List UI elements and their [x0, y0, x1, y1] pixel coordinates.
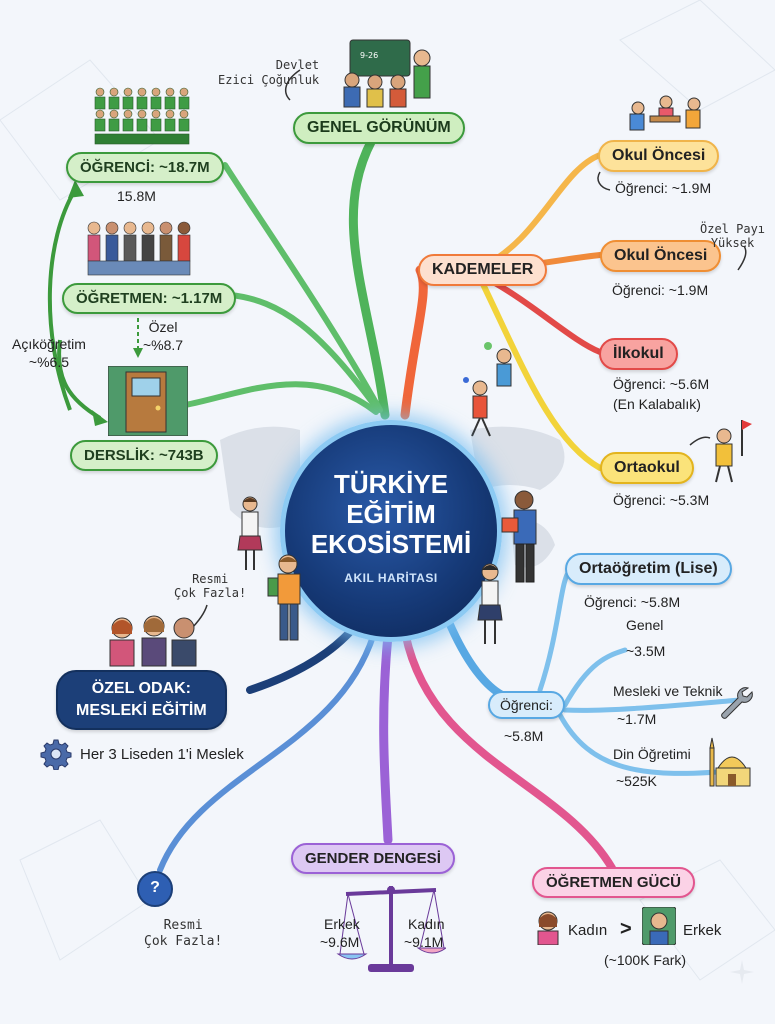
- gender-female-value: ~9.1M: [404, 934, 444, 950]
- question-circle-icon: ?: [137, 871, 173, 907]
- lise-branch-3-value: ~525K: [616, 773, 657, 789]
- ozel-payi-note-text: Özel Payı Yüksek: [700, 222, 766, 250]
- kademe-item-3-detail: Öğrenci: ~5.6M: [613, 376, 710, 392]
- ozel-odak-note: Resmi Çok Fazla!: [174, 572, 246, 600]
- kademe-item-2: Okul Öncesi: [600, 240, 722, 272]
- kademe-item-4: Ortaokul: [600, 452, 694, 484]
- ogretmen-gucu-gt: >: [620, 918, 632, 940]
- center-hub: TÜRKİYE EĞİTİM EKOSİSTEMİ AKIL HARİTASI: [280, 420, 502, 642]
- devlet-note: Devlet Ezici Çoğunluk: [218, 58, 319, 88]
- center-title-line3: EKOSİSTEMİ: [310, 529, 472, 559]
- lise-branch-1-label: Genel: [626, 617, 664, 633]
- kademe-item-3: İlkokul: [599, 338, 678, 370]
- question-mark: ?: [150, 879, 160, 896]
- ogretmen-gucu-diff: (~100K Fark): [604, 952, 687, 968]
- ogrenci-sub: 15.8M: [117, 188, 156, 204]
- teacher-classroom-icon: 9-26: [330, 38, 445, 115]
- center-subtitle: AKIL HARİTASI: [344, 571, 438, 585]
- lise-branch-1-value: ~3.5M: [626, 643, 666, 659]
- question-note-text: Resmi Çok Fazla!: [144, 918, 223, 949]
- teachers-group-icon: [84, 218, 204, 285]
- question-note: Resmi Çok Fazla!: [144, 918, 222, 950]
- kademe-item-2-detail: Öğrenci: ~1.9M: [612, 282, 709, 298]
- student-flag-icon: [702, 416, 752, 491]
- kademe-item-4-detail: Öğrenci: ~5.3M: [613, 492, 710, 508]
- student-boy-icon: [264, 552, 314, 653]
- gender-title: GENDER DENGESİ: [291, 843, 455, 874]
- kademe-item-1-detail: Öğrenci: ~1.9M: [615, 180, 712, 196]
- kademe-item-3-detail2: (En Kalabalık): [613, 396, 701, 412]
- wrench-icon: [716, 684, 756, 729]
- lise-branch-2-value: ~1.7M: [617, 711, 657, 727]
- gender-male-label: Erkek: [324, 916, 360, 932]
- student-uniform-icon: [470, 560, 510, 655]
- acik-note-text: Açıköğretim ~%6.5: [12, 336, 86, 370]
- balance-scale-icon: [336, 882, 448, 983]
- kademe-item-1: Okul Öncesi: [598, 140, 720, 172]
- ogretmen-gucu-female: Kadın: [568, 922, 608, 939]
- genel-gorunum-title: GENEL GÖRÜNÜM: [293, 112, 465, 144]
- gear-icon: [40, 738, 72, 775]
- gender-male-value: ~9.6M: [320, 934, 360, 950]
- playing-kids-icon: [452, 340, 532, 445]
- devlet-note-text: Devlet Ezici Çoğunluk: [218, 58, 320, 87]
- svg-text:9-26: 9-26: [360, 51, 378, 60]
- derslik-pill: DERSLİK: ~743B: [70, 440, 218, 471]
- gender-female-label: Kadın: [408, 916, 445, 932]
- kademeler-title: KADEMELER: [418, 254, 548, 286]
- ozel-note: Özel ~%8.7: [143, 318, 183, 354]
- ozel-odak-detail: Her 3 Liseden 1'i Meslek: [80, 746, 244, 763]
- ogrenci-pill: ÖĞRENCİ: ~18.7M: [66, 152, 224, 183]
- lise-node: Öğrenci:: [488, 691, 565, 719]
- center-title-line1: TÜRKİYE: [333, 469, 449, 499]
- student-reading-icon: [498, 488, 548, 593]
- classroom-door-icon: [107, 365, 189, 441]
- lise-title: Ortaöğretim (Lise): [565, 553, 732, 585]
- lise-branch-2-label: Mesleki ve Teknik: [613, 683, 723, 699]
- three-professionals-icon: [104, 612, 204, 673]
- acik-note: Açıköğretim ~%6.5: [12, 335, 86, 371]
- lise-branch-3-label: Din Öğretimi: [613, 746, 691, 762]
- lise-node-label: Öğrenci:: [500, 697, 553, 713]
- ozel-odak-title-line2: MESLEKİ EĞİTİM: [76, 702, 207, 719]
- sparkle-icon: [730, 960, 754, 989]
- ogretmen-gucu-title: ÖĞRETMEN GÜCÜ: [532, 867, 695, 898]
- students-group-icon: [90, 84, 200, 153]
- ogretmen-gucu-male: Erkek: [683, 922, 722, 939]
- lise-ogrenci: Öğrenci: ~5.8M: [584, 594, 681, 610]
- female-teacher-icon: [534, 909, 562, 950]
- ogretmen-pill: ÖĞRETMEN: ~1.17M: [62, 283, 237, 314]
- center-title: TÜRKİYE EĞİTİM EKOSİSTEMİ: [285, 469, 497, 559]
- center-title-line2: EĞİTİM: [346, 499, 436, 529]
- male-teacher-icon: [641, 906, 677, 950]
- lise-node-value: ~5.8M: [504, 728, 544, 744]
- preschool-kids-icon: [622, 92, 712, 143]
- ozel-payi-note: Özel Payı Yüksek: [700, 222, 765, 250]
- ozel-odak-title: ÖZEL ODAK: MESLEKİ EĞİTİM: [56, 670, 227, 730]
- ozel-odak-title-line1: ÖZEL ODAK:: [91, 680, 191, 697]
- ozel-note-text: Özel ~%8.7: [143, 319, 184, 353]
- mosque-icon: [706, 734, 754, 795]
- ozel-odak-note-text: Resmi Çok Fazla!: [174, 572, 247, 600]
- student-girl-icon: [232, 494, 272, 579]
